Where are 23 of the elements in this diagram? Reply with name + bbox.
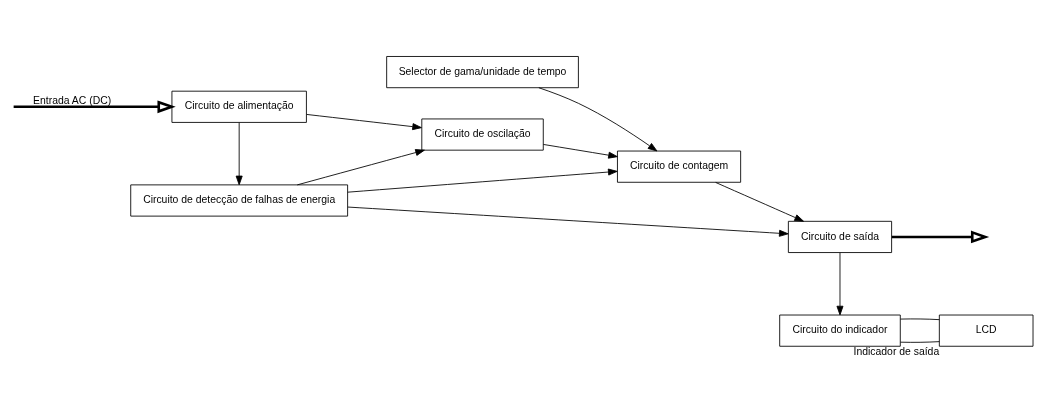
arrow — [306, 114, 422, 131]
node-label: Indicador de saída — [853, 345, 940, 357]
connector — [900, 318, 940, 321]
arrow — [235, 122, 243, 186]
node-box: Circuito de detecção de falhas de energia — [130, 184, 349, 217]
arrow — [296, 149, 425, 186]
arrow — [836, 252, 844, 316]
arrow — [715, 182, 804, 222]
arrow — [347, 168, 618, 193]
arrow — [13, 100, 176, 114]
edge-label: Entrada AC (DC) — [33, 94, 112, 106]
node-box: Circuito de saída — [787, 220, 893, 253]
connector — [900, 341, 940, 343]
node-box: Circuito de contagem — [617, 150, 742, 183]
node-box: Circuito do indicador — [779, 314, 901, 347]
arrow — [891, 230, 990, 244]
arrow — [538, 87, 658, 152]
node-box: Selector de gama/unidade de tempo — [386, 56, 579, 89]
arrow — [543, 144, 618, 159]
arrow — [347, 206, 789, 237]
node-box: Circuito de oscilação — [421, 118, 544, 151]
node-box: LCD — [938, 314, 1034, 347]
node-box: Circuito de alimentação — [171, 90, 307, 123]
